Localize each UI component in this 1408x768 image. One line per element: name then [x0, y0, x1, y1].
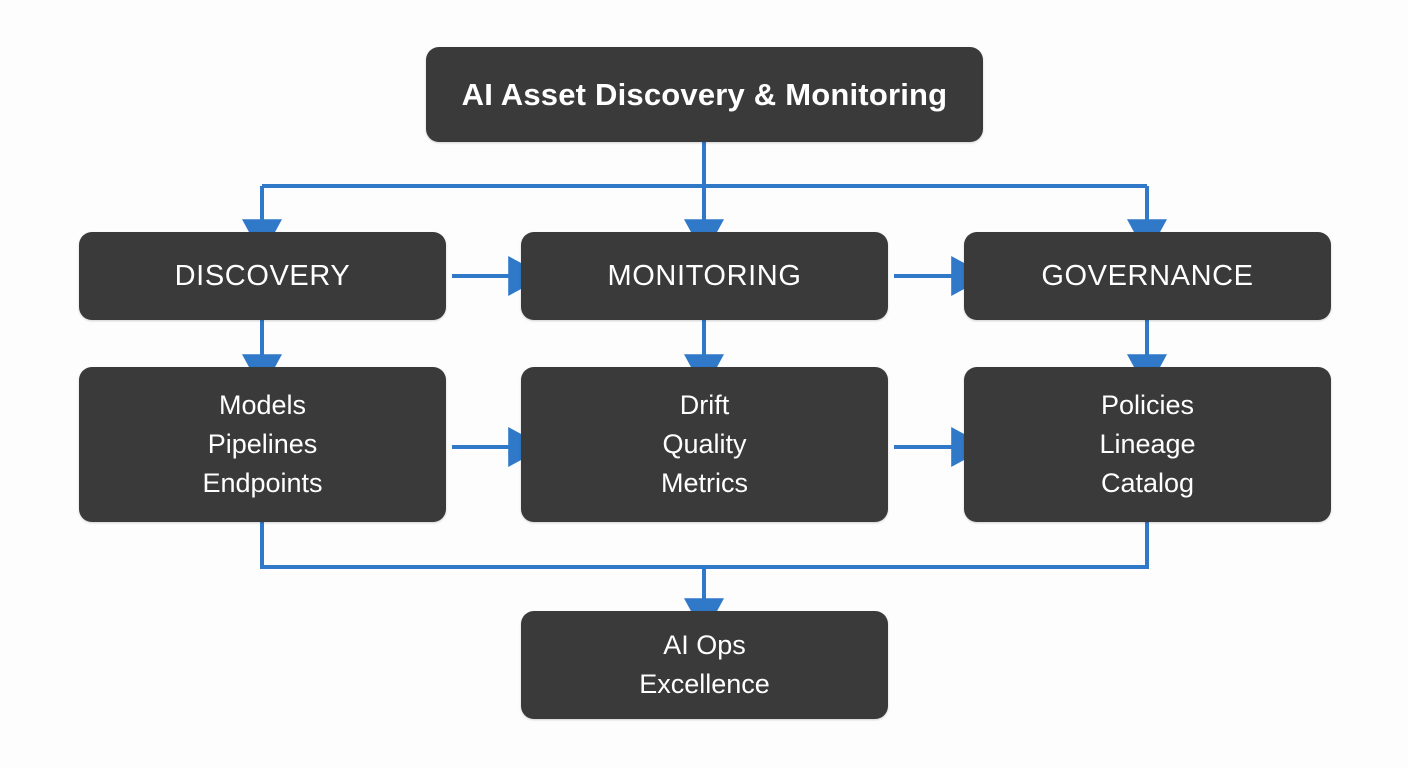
connector-fanin-bus	[260, 522, 1149, 569]
detail-item: Drift	[679, 390, 730, 421]
pillar-label-discovery: DISCOVERY	[174, 259, 351, 292]
detail-item: Catalog	[1100, 467, 1195, 498]
detail-item: Lineage	[1099, 429, 1196, 460]
detail-box-monitoring: Drift Quality Metrics	[521, 367, 888, 522]
diagram-title-box: AI Asset Discovery & Monitoring	[426, 47, 983, 142]
detail-item: Endpoints	[202, 467, 323, 498]
detail-item: Metrics	[661, 467, 748, 498]
pillar-label-governance: GOVERNANCE	[1041, 259, 1254, 292]
pillar-box-discovery: DISCOVERY	[79, 232, 446, 320]
detail-list-monitoring: Drift Quality Metrics	[661, 386, 748, 503]
outcome-list: AI Ops Excellence	[639, 626, 770, 704]
diagram-title-label: AI Asset Discovery & Monitoring	[461, 76, 948, 112]
detail-box-discovery: Models Pipelines Endpoints	[79, 367, 446, 522]
pillar-label-monitoring: MONITORING	[607, 259, 802, 292]
detail-item: Policies	[1100, 390, 1195, 421]
outcome-item: AI Ops	[663, 630, 746, 661]
detail-item: Pipelines	[207, 429, 318, 460]
pillar-box-monitoring: MONITORING	[521, 232, 888, 320]
detail-item: Quality	[662, 429, 747, 460]
detail-list-governance: Policies Lineage Catalog	[1099, 386, 1195, 503]
pillar-box-governance: GOVERNANCE	[964, 232, 1331, 320]
detail-item: Models	[218, 390, 307, 421]
outcome-box: AI Ops Excellence	[521, 611, 888, 719]
detail-box-governance: Policies Lineage Catalog	[964, 367, 1331, 522]
outcome-item: Excellence	[639, 669, 770, 699]
detail-list-discovery: Models Pipelines Endpoints	[202, 386, 322, 503]
